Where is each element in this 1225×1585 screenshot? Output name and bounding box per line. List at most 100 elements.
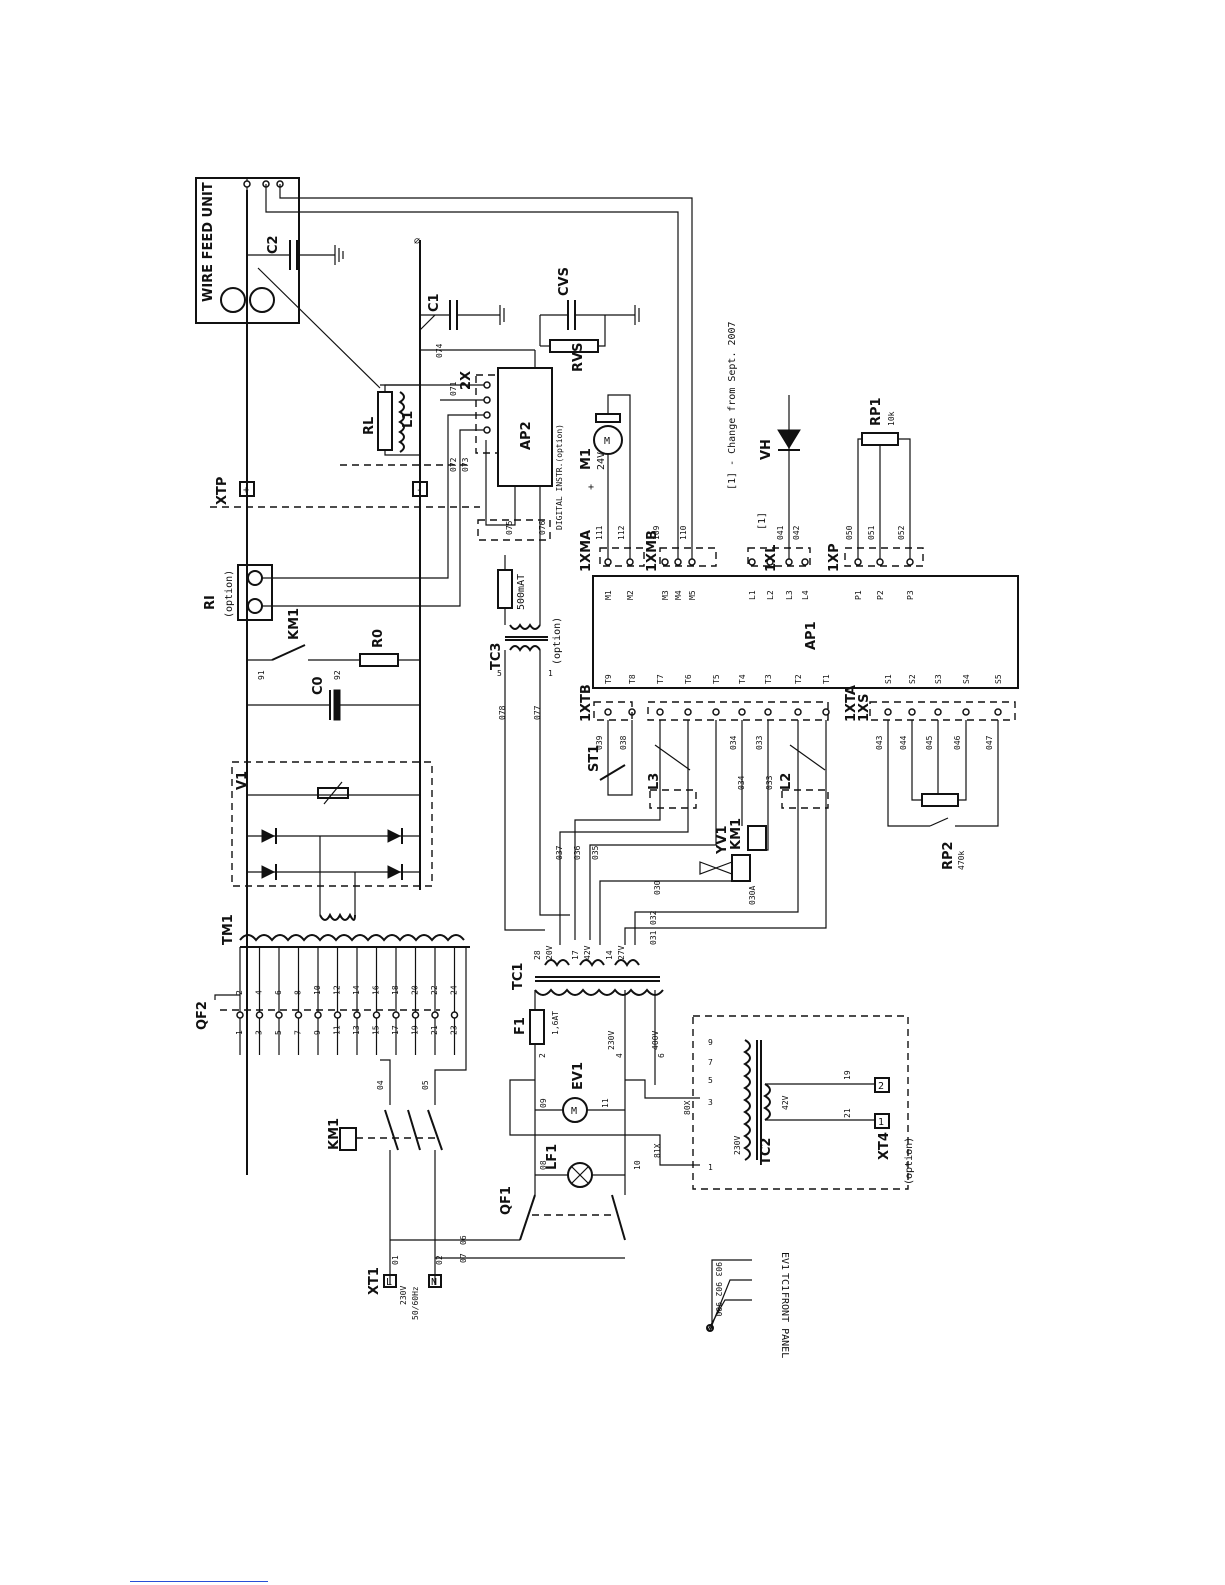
svg-text:071: 071 (449, 381, 458, 396)
wire-label-110: 110 (679, 525, 688, 540)
wire-label-041: 041 (776, 525, 785, 540)
drive-roll-left (220, 287, 246, 313)
svg-text:030A: 030A (748, 886, 757, 905)
ap1-bottom-pin-socket (934, 708, 942, 716)
svg-text:500mAT: 500mAT (516, 574, 527, 610)
svg-text:KM1: KM1 (729, 818, 744, 850)
v1-rectifier-box (231, 761, 433, 887)
svg-text:10: 10 (633, 1160, 642, 1170)
xt1-label: XT1 (367, 1267, 382, 1295)
ap2-label: AP2 (519, 421, 534, 450)
svg-text:KM1: KM1 (327, 1118, 342, 1150)
svg-text:24V: 24V (596, 452, 607, 470)
xtp-plus-terminal (239, 481, 255, 497)
ap1-pin-t9: T9 (604, 674, 613, 684)
ap1-pin-p3: P3 (906, 590, 915, 600)
ap1-pin-m1: M1 (604, 590, 613, 600)
ap1-pin-s3: S3 (934, 674, 943, 684)
svg-text:9: 9 (708, 1038, 713, 1047)
svg-text:1,6AT: 1,6AT (551, 1011, 560, 1035)
rl-label: RL (362, 417, 377, 435)
svg-text:(option): (option) (552, 617, 563, 665)
ap1-pin-t7: T7 (656, 674, 665, 684)
ap1-pin-p1: P1 (854, 590, 863, 600)
ground-ev1-label: EV1 (779, 1252, 790, 1270)
f1-label: F1 (513, 1017, 528, 1035)
svg-text:M: M (604, 436, 610, 447)
svg-text:6: 6 (657, 1053, 666, 1058)
v1-label: V1 (235, 771, 250, 790)
svg-text:14: 14 (605, 950, 614, 960)
change-note: [1] - Change from Sept. 2007 (727, 321, 738, 490)
ap1-pin-l4: L4 (801, 590, 810, 600)
svg-text:M: M (571, 1106, 577, 1117)
ap1-top-pin-socket (876, 558, 884, 566)
svg-text:033: 033 (765, 775, 774, 790)
qf2-switch-contact (353, 1011, 361, 1019)
ap1-pin-m4: M4 (674, 590, 683, 600)
ap2-desc: DIGITAL INSTR.(option) (555, 424, 564, 530)
ap1-bottom-pin-socket (994, 708, 1002, 716)
svg-text:17: 17 (571, 950, 580, 960)
ap1-pin-l1: L1 (748, 590, 757, 600)
svg-text:10k: 10k (887, 411, 896, 426)
qf1-label: QF1 (499, 1186, 514, 1215)
footer-link-underline (130, 1581, 268, 1582)
svg-text:5: 5 (708, 1076, 713, 1085)
svg-text:4: 4 (615, 1053, 624, 1058)
tm1-label: TM1 (221, 914, 236, 945)
ap1-top-pin-socket (766, 558, 774, 566)
svg-text:02: 02 (435, 1255, 444, 1265)
ap1-pin-s1: S1 (884, 674, 893, 684)
svg-text:074: 074 (435, 343, 444, 358)
svg-text:030: 030 (653, 880, 662, 895)
ap1-bottom-pin-socket (604, 708, 612, 716)
f1-fuse (529, 1009, 545, 1045)
svg-text:27V: 27V (617, 945, 626, 960)
xl-label: 1XL (764, 545, 779, 572)
xp-label: 1XP (827, 543, 842, 572)
xtb-label: 1XTB (579, 684, 594, 722)
tc3-label: TC3 (489, 643, 504, 670)
ap1-bottom-pin-socket (908, 708, 916, 716)
ap1-top-pin-socket (785, 558, 793, 566)
qf2-switch-contact (275, 1011, 283, 1019)
svg-text:230V: 230V (607, 1031, 616, 1050)
front-panel-label: FRONT PANEL (779, 1292, 790, 1358)
ap1-bottom-pin-socket (764, 708, 772, 716)
ap1-bottom-pin-socket (738, 708, 746, 716)
yv1-label: YV1 (715, 825, 730, 855)
qf2-switch-contact (236, 1011, 244, 1019)
ap1-pin-t4: T4 (738, 674, 747, 684)
wire-label-051: 051 (867, 525, 876, 540)
svg-text:09: 09 (539, 1098, 548, 1108)
qf2-switch-contact (392, 1011, 400, 1019)
drive-roll-right (249, 287, 275, 313)
rp2-potentiometer (921, 793, 959, 807)
ev1-label: EV1 (571, 1062, 586, 1090)
qf2-label: QF2 (195, 1001, 210, 1030)
svg-text:11: 11 (601, 1098, 610, 1108)
c0-label: C0 (311, 676, 326, 695)
wire-feed-unit-label: WIRE FEED UNIT (201, 182, 216, 302)
l2-label: L2 (779, 773, 794, 790)
ap1-top-pin-socket (604, 558, 612, 566)
xt1-l-terminal (383, 1274, 397, 1288)
ap1-top-pin-socket (748, 558, 756, 566)
ap1-pin-t8: T8 (628, 674, 637, 684)
ap1-bottom-pin-socket (656, 708, 664, 716)
wire-label-111: 111 (595, 525, 604, 540)
wire-label-052: 052 (897, 525, 906, 540)
svg-text:01: 01 (391, 1255, 400, 1265)
svg-text:902: 902 (714, 1282, 723, 1297)
svg-text:031: 031 (649, 930, 658, 945)
svg-text:04: 04 (376, 1080, 385, 1090)
svg-text:-: - (416, 485, 422, 496)
ap1-pin-m5: M5 (688, 590, 697, 600)
lf1-label: LF1 (545, 1144, 560, 1170)
svg-text:91: 91 (257, 670, 266, 680)
km1-main-coil (339, 1127, 357, 1151)
fuse-500mat (497, 569, 513, 609)
wire-label-050: 050 (845, 525, 854, 540)
ap1-pin-m3: M3 (661, 590, 670, 600)
